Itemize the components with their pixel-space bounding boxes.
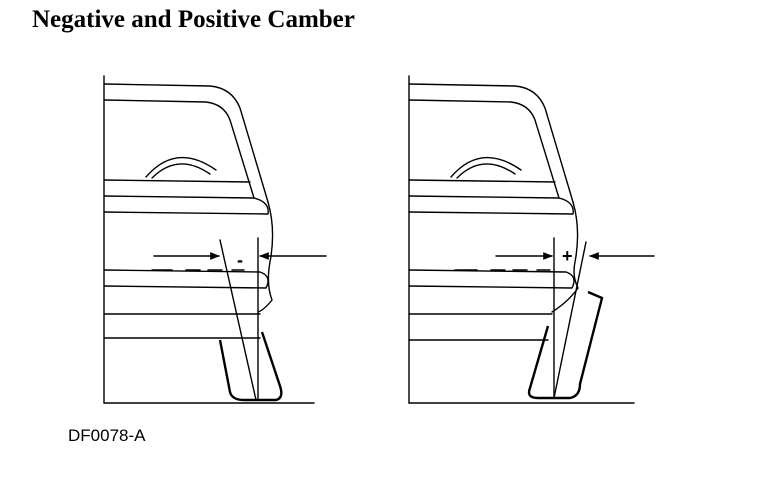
rear-window-outline bbox=[103, 99, 255, 199]
headrest-outline bbox=[450, 156, 522, 178]
headrest-outline bbox=[145, 156, 217, 178]
negative-sign: - bbox=[237, 250, 243, 270]
body-rear-side bbox=[257, 201, 274, 313]
tire-outline bbox=[527, 290, 604, 400]
figure-id: DF0078-A bbox=[68, 426, 146, 445]
bumper-outline bbox=[103, 269, 269, 289]
tire-centerline bbox=[219, 239, 257, 401]
rear-window-outline bbox=[408, 99, 560, 199]
diagram-title: Negative and Positive Camber bbox=[32, 6, 355, 33]
positive-camber-panel: + bbox=[408, 75, 655, 404]
tire-centerline bbox=[553, 241, 587, 399]
roof-outline bbox=[103, 83, 269, 203]
trunk-lid bbox=[408, 195, 574, 215]
bumper-outline bbox=[408, 269, 575, 289]
tire-outline bbox=[218, 331, 283, 402]
window-sill bbox=[408, 179, 556, 183]
body-rear-side bbox=[551, 201, 579, 313]
trunk-lid bbox=[103, 195, 269, 215]
roof-outline bbox=[408, 83, 574, 203]
window-sill bbox=[103, 179, 251, 183]
negative-camber-panel: - bbox=[103, 75, 327, 404]
positive-sign: + bbox=[562, 246, 573, 266]
headrest-inner bbox=[456, 163, 516, 179]
headrest-inner bbox=[151, 163, 211, 179]
